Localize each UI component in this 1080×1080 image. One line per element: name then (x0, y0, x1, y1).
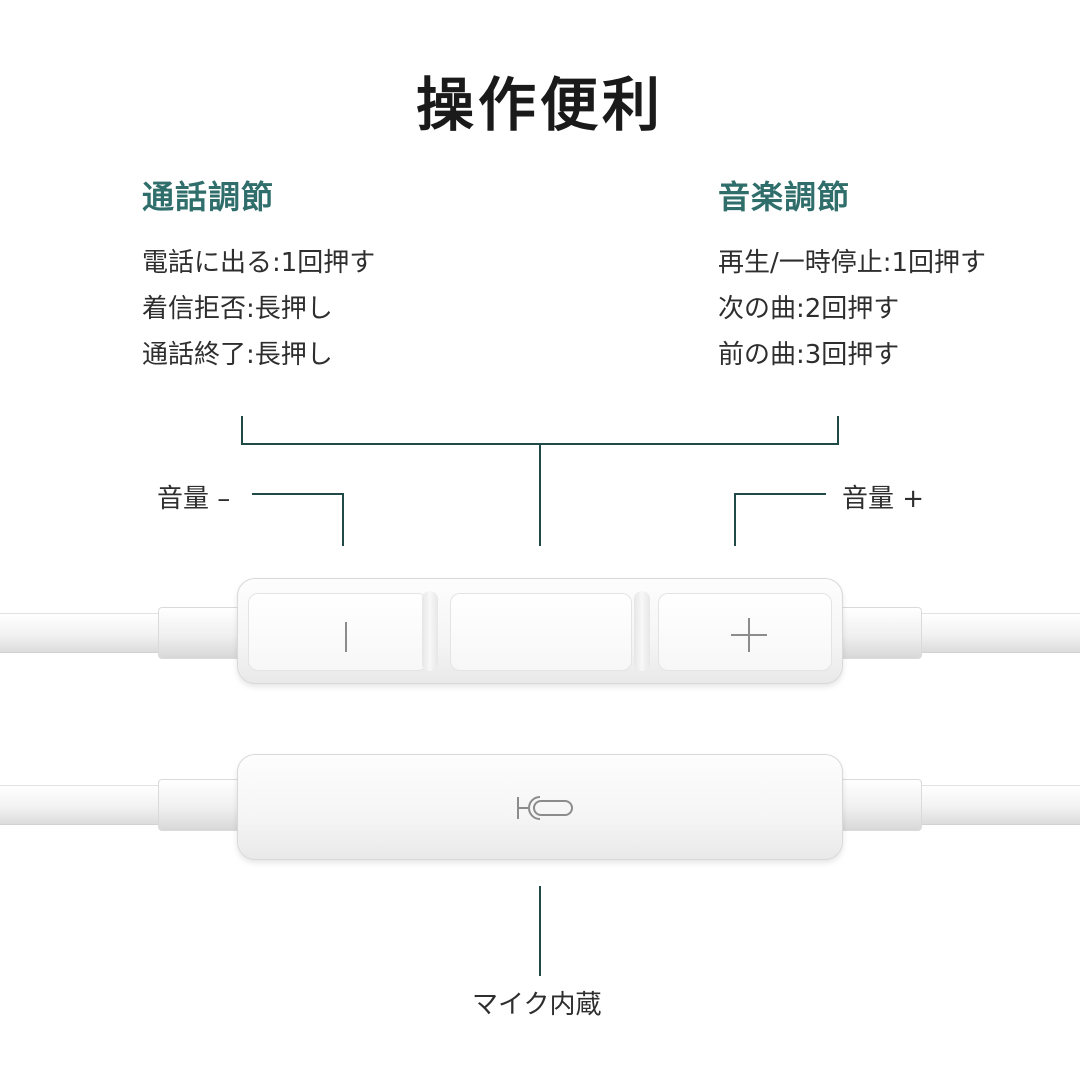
volume-down-label: 音量 – (157, 484, 231, 514)
page-title: 操作便利 (415, 71, 664, 139)
bracket-line (241, 416, 839, 445)
microphone-label: マイク内蔵 (472, 990, 602, 1020)
cable-collar-left-upper (158, 607, 242, 659)
volume-down-pointer-line (252, 493, 344, 546)
music-instruction-next: 次の曲:2回押す (718, 294, 900, 324)
button-divider-left (422, 591, 438, 671)
call-control-list: 電話に出る:1回押す 着信拒否:長押し 通話終了:長押し (142, 240, 375, 378)
call-instruction-end: 通話終了:長押し (142, 340, 333, 370)
microphone-icon (517, 796, 573, 820)
cable-collar-left-lower (158, 779, 242, 831)
volume-up-label: 音量 + (842, 484, 925, 514)
remote-control-microphone (237, 754, 843, 860)
minus-icon (345, 622, 347, 652)
button-divider-right (634, 591, 650, 671)
call-instruction-reject: 着信拒否:長押し (142, 294, 333, 324)
volume-up-pointer-line (734, 493, 826, 546)
music-instruction-prev: 前の曲:3回押す (718, 340, 900, 370)
volume-up-button[interactable] (658, 593, 832, 671)
music-instruction-play-pause: 再生/一時停止:1回押す (718, 248, 987, 278)
volume-down-button[interactable] (248, 593, 428, 671)
cable-collar-right-lower (838, 779, 922, 831)
call-instruction-answer: 電話に出る:1回押す (142, 248, 376, 278)
call-control-heading: 通話調節 (142, 178, 275, 216)
music-control-list: 再生/一時停止:1回押す 次の曲:2回押す 前の曲:3回押す (718, 240, 986, 378)
music-control-heading: 音楽調節 (718, 178, 851, 216)
cable-collar-right-upper (838, 607, 922, 659)
plus-icon (731, 618, 767, 652)
center-button[interactable] (450, 593, 632, 671)
remote-control-buttons (237, 578, 843, 684)
